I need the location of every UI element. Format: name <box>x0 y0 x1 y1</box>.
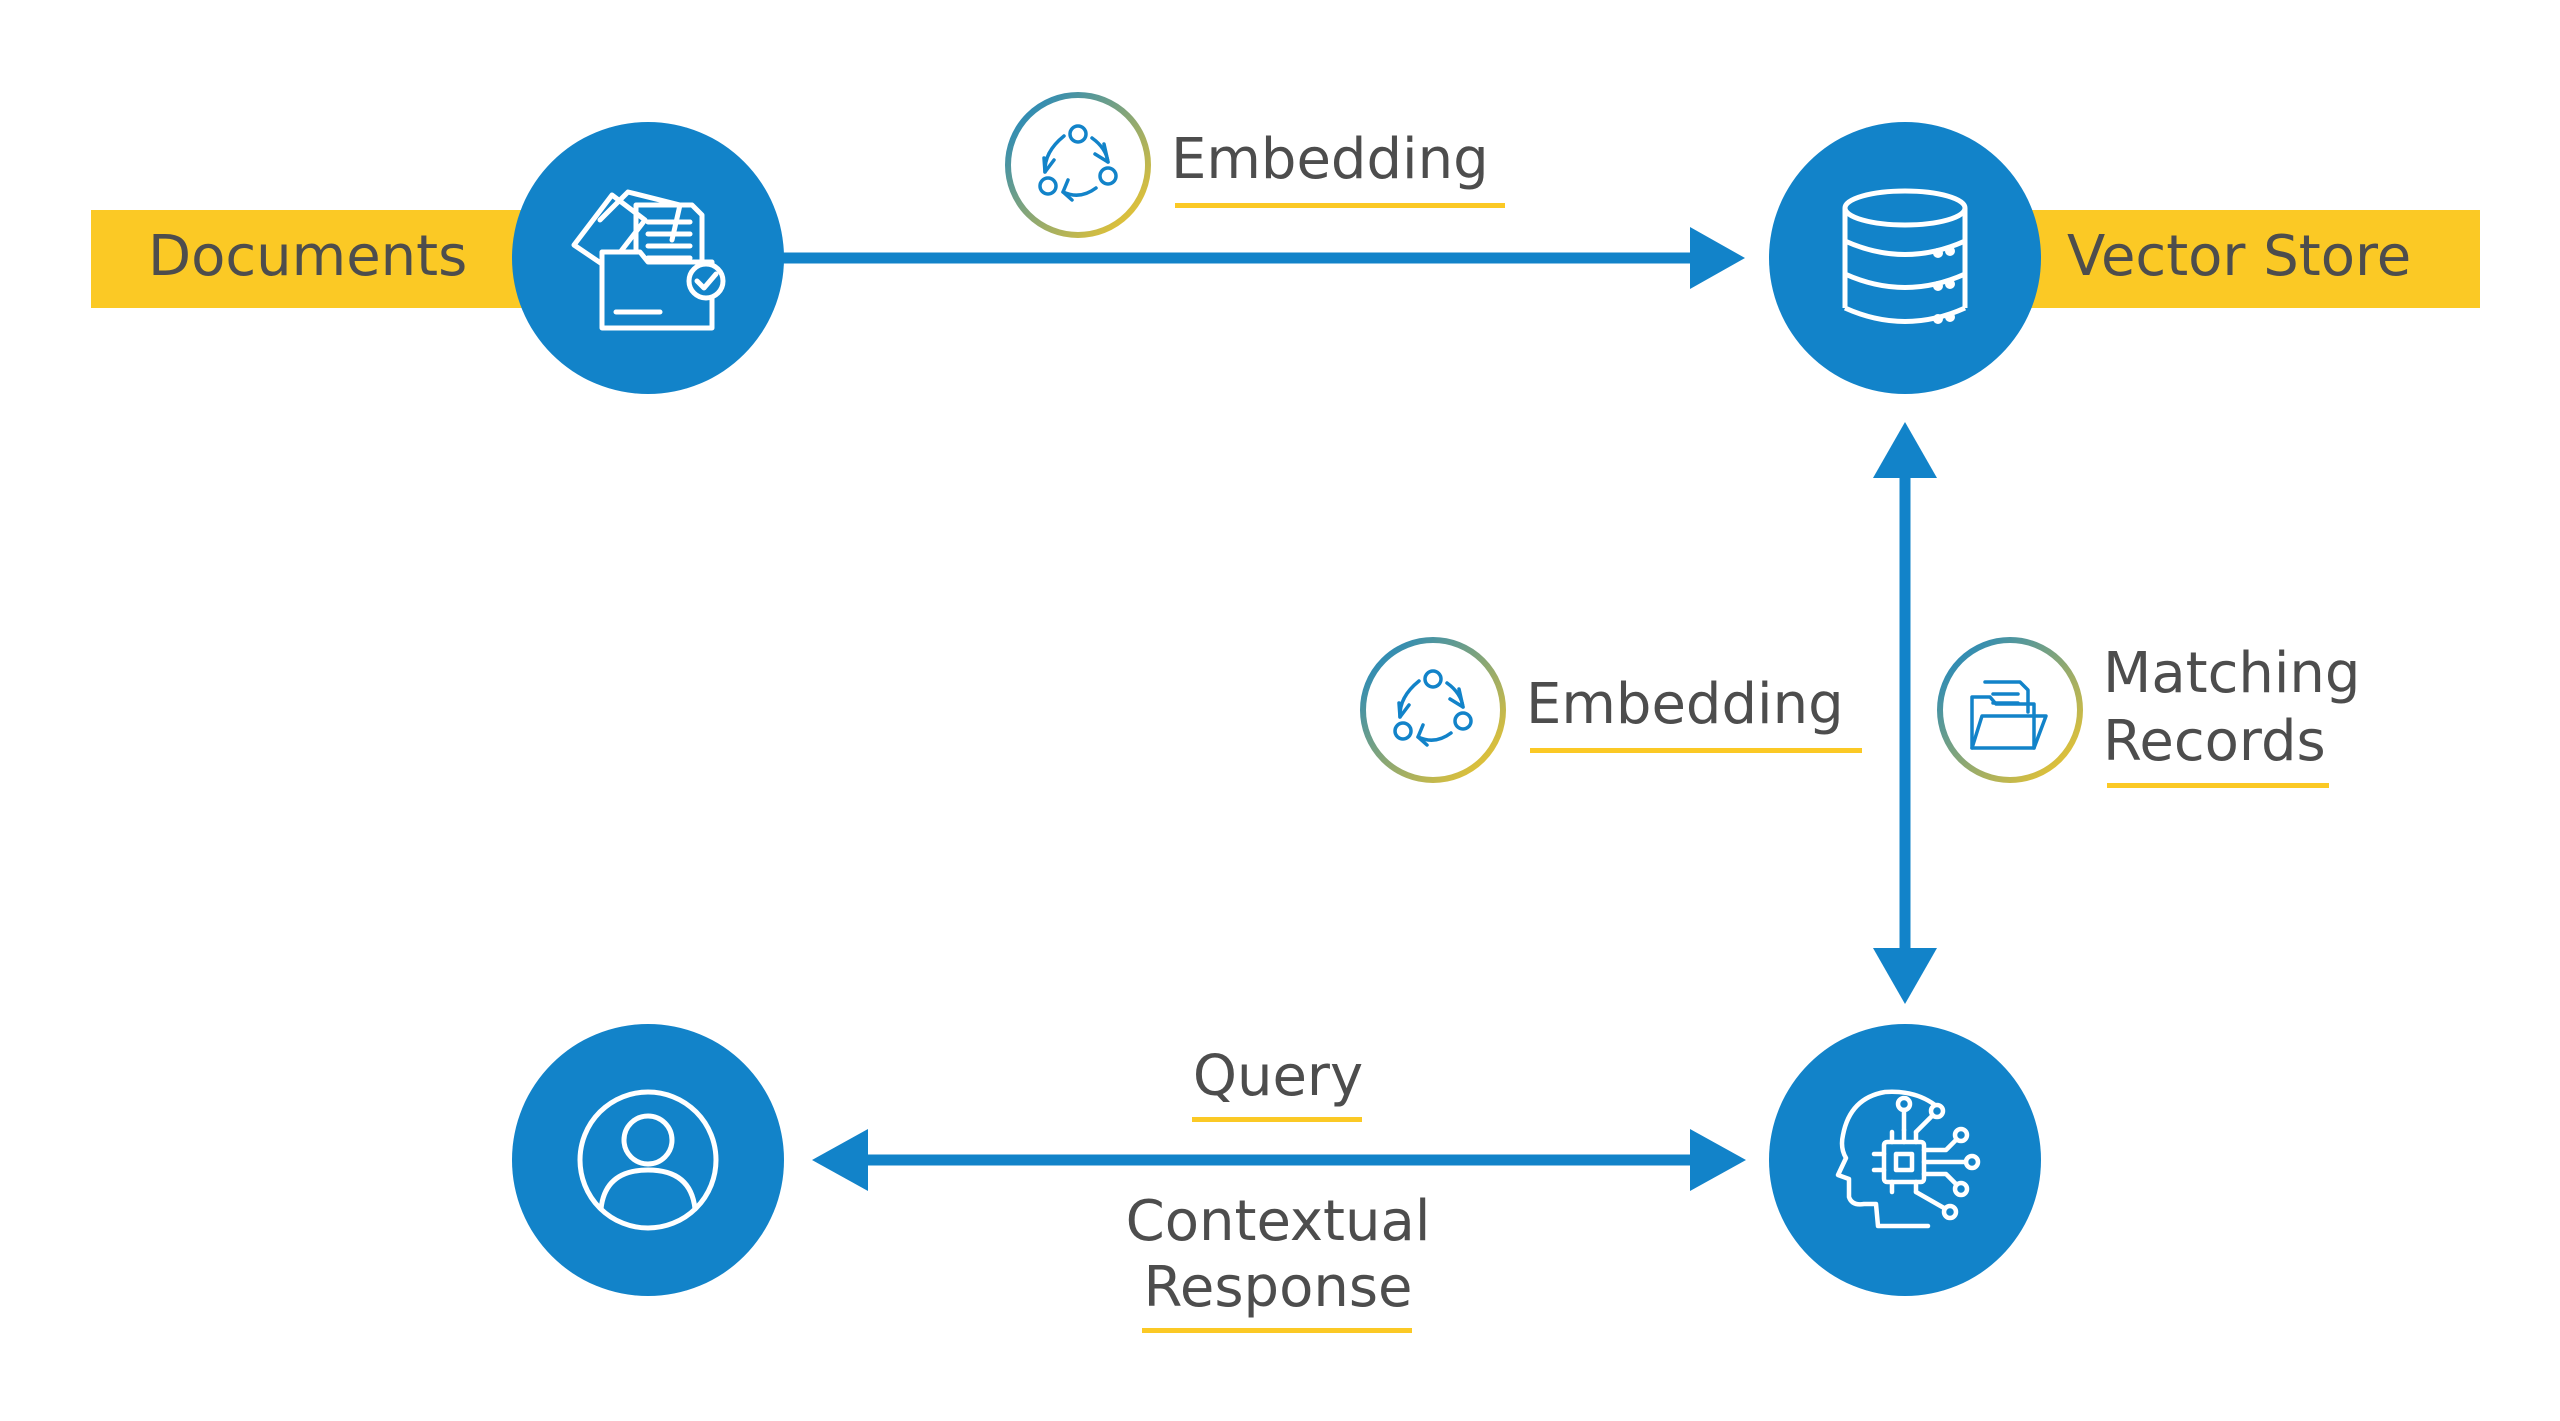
user-icon <box>577 1089 719 1231</box>
vertical-embedding-label: Embedding <box>1526 672 1844 737</box>
contextual-response-label-line2: Response <box>1144 1255 1413 1320</box>
query-label: Query <box>1193 1044 1363 1109</box>
documents-folder-icon <box>571 189 726 331</box>
documents-label: Documents <box>148 224 467 289</box>
documents-to-vector-store-arrow <box>775 227 1745 289</box>
matching-records-badge <box>1937 637 2083 783</box>
vector-store-label: Vector Store <box>2067 224 2411 289</box>
vertical-embedding-underline <box>1530 748 1862 753</box>
vector-store-label-band <box>1955 210 2480 308</box>
contextual-response-underline <box>1142 1328 1412 1333</box>
vector-store-node <box>1769 122 2041 394</box>
vector-store-ai-vertical-arrow <box>1873 422 1937 1004</box>
matching-records-label-line2: Records <box>2103 709 2326 774</box>
top-embedding-label: Embedding <box>1171 127 1489 192</box>
ai-head-chip-icon <box>1835 1089 1981 1229</box>
vertical-embedding-badge <box>1360 637 1506 783</box>
matching-records-label-line1: Matching <box>2103 641 2360 706</box>
open-folder-icon <box>1970 680 2048 750</box>
embedding-cycle-icon <box>1393 669 1473 747</box>
database-icon <box>1842 188 1968 324</box>
contextual-response-label-line1: Contextual <box>1126 1189 1431 1254</box>
matching-records-underline <box>2107 783 2329 788</box>
top-embedding-badge <box>1005 92 1151 238</box>
embedding-cycle-icon <box>1038 124 1118 202</box>
ai-node <box>1769 1024 2041 1296</box>
top-embedding-underline <box>1175 203 1505 208</box>
query-underline <box>1192 1117 1362 1122</box>
user-node <box>512 1024 784 1296</box>
user-ai-horizontal-arrow <box>812 1129 1746 1191</box>
